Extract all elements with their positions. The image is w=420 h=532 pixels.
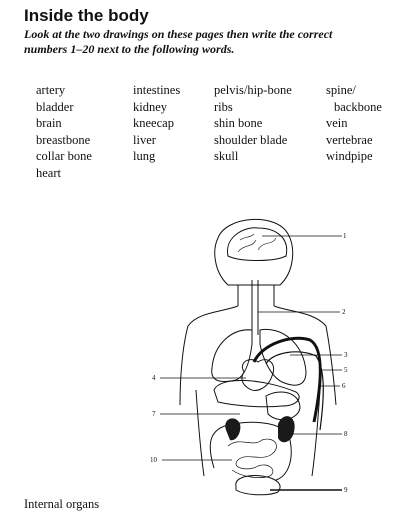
instructions-line-2: numbers 1–20 next to the following words… — [24, 42, 235, 56]
label-1: 1 — [343, 232, 347, 240]
word-shoulder-blade: shoulder blade — [214, 132, 288, 147]
word-windpipe: windpipe — [326, 149, 373, 163]
liver-organ — [213, 380, 300, 408]
word-vein: vein — [326, 116, 348, 130]
internal-organs-diagram: 1 2 3 4 5 6 7 8 9 10 — [150, 219, 348, 496]
word-intestines: intestines — [133, 83, 181, 97]
word-column-3: pelvis/hip-bone ribs shin bone shoulder … — [214, 82, 292, 165]
label-2: 2 — [342, 308, 346, 316]
instructions-line-1: Look at the two drawings on these pages … — [24, 27, 333, 41]
word-skull: skull — [214, 149, 239, 163]
left-kidney — [225, 418, 241, 441]
word-lung: lung — [133, 149, 156, 163]
word-column-4: spine/ backbone vein vertebrae windpipe — [326, 82, 382, 165]
neck-outline — [237, 285, 275, 306]
head-outline — [214, 219, 294, 286]
word-column-2: intestines kidney kneecap liver lung — [133, 82, 180, 165]
small-intestine — [227, 438, 277, 478]
left-lung — [211, 329, 253, 382]
label-7: 7 — [152, 410, 156, 418]
label-9: 9 — [344, 486, 348, 494]
word-backbone: backbone — [334, 99, 382, 114]
vein-vessel — [265, 351, 324, 431]
stomach-organ — [265, 391, 301, 421]
word-artery: artery — [36, 83, 66, 97]
word-liver: liver — [133, 132, 156, 147]
word-bladder: bladder — [36, 99, 74, 114]
word-spine: spine/ — [326, 83, 356, 97]
word-kidney: kidney — [133, 99, 168, 114]
large-intestine — [209, 421, 292, 481]
heart-organ — [241, 359, 274, 391]
label-5: 5 — [344, 366, 348, 374]
word-pelvis-hip-bone: pelvis/hip-bone — [214, 83, 292, 97]
word-vertebrae: vertebrae — [326, 132, 373, 147]
artery-vessel — [252, 336, 322, 423]
word-ribs: ribs — [214, 99, 233, 114]
word-collar-bone: collar bone — [36, 149, 92, 163]
windpipe — [251, 280, 259, 335]
right-kidney — [278, 416, 295, 443]
word-breastbone: breastbone — [36, 132, 91, 147]
bladder-organ — [235, 475, 281, 496]
label-3: 3 — [344, 351, 348, 359]
torso-outline — [179, 305, 337, 406]
word-shin-bone: shin bone — [214, 116, 263, 130]
label-6: 6 — [342, 382, 346, 390]
page-title: Inside the body — [24, 6, 149, 25]
brain-outline — [227, 227, 288, 261]
label-10: 10 — [150, 456, 158, 464]
instructions: Look at the two drawings on these pages … — [24, 27, 414, 57]
brain-folds — [237, 233, 277, 253]
word-list: artery bladder brain breastbone collar b… — [36, 82, 406, 181]
label-4: 4 — [152, 374, 156, 382]
word-kneecap: kneecap — [133, 116, 174, 130]
word-brain: brain — [36, 116, 62, 130]
label-8: 8 — [344, 430, 348, 438]
diagram-caption: Internal organs — [24, 497, 100, 511]
word-column-1: artery bladder brain breastbone collar b… — [36, 82, 92, 181]
word-heart: heart — [36, 165, 61, 180]
